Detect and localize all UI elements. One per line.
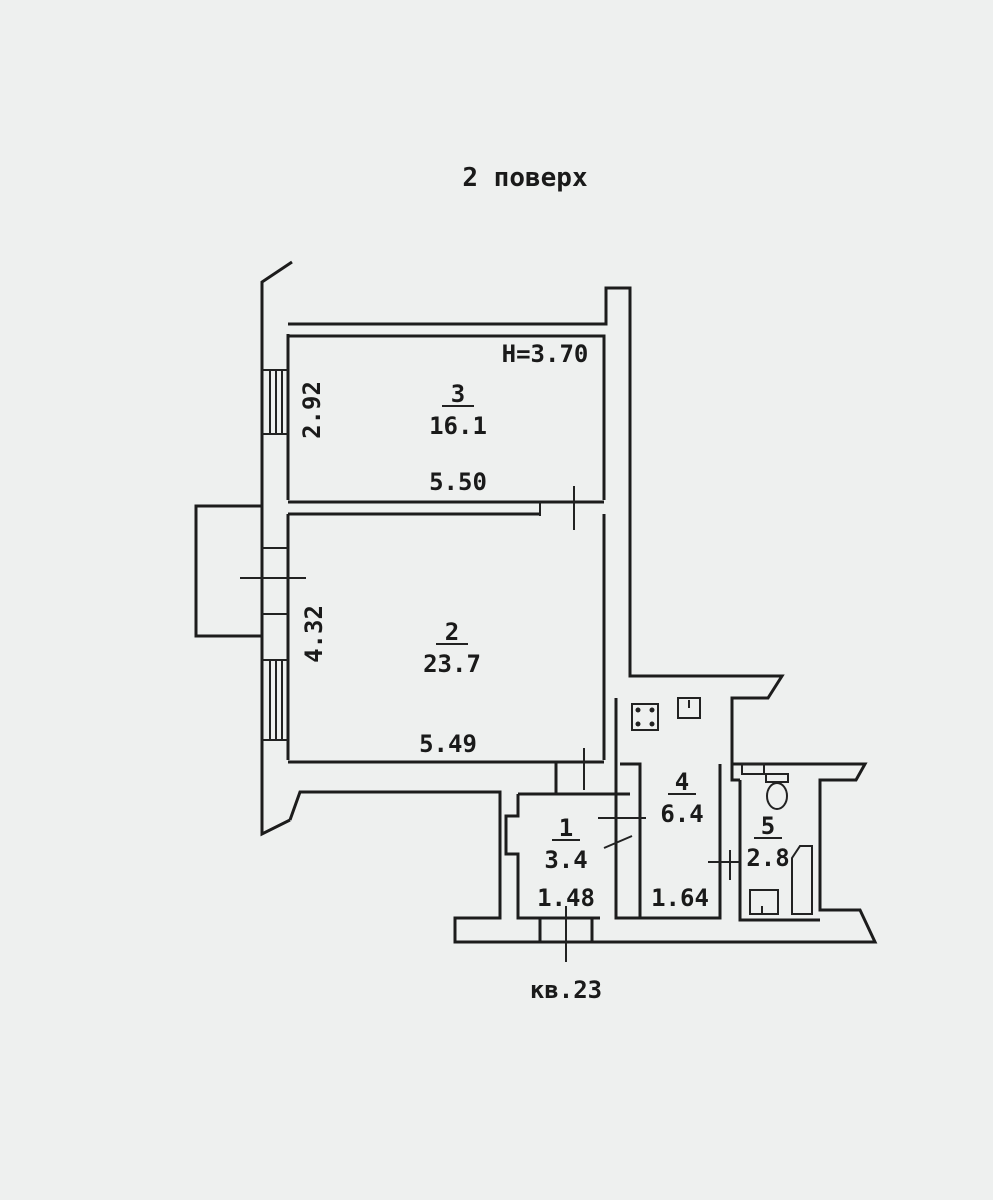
bathroom-walls [708, 764, 820, 922]
room-number: 3 [451, 380, 465, 408]
dimension-room2-depth: 4.32 [300, 605, 328, 663]
sink-icon [677, 697, 701, 719]
dimension-room3-width: 5.50 [429, 468, 487, 496]
room-3: 3 16.1 [429, 380, 487, 440]
dimension-room3-depth: 2.92 [298, 381, 326, 439]
room-4: 4 6.4 [660, 768, 703, 828]
exterior-wall-left [260, 260, 293, 837]
room-number: 2 [445, 618, 459, 646]
room-number: 5 [761, 812, 775, 840]
dimension-room4-width: 1.64 [651, 884, 709, 912]
room-2: 2 23.7 [423, 618, 481, 678]
dimension-room2-width: 5.49 [419, 730, 477, 758]
washbasin-icon [741, 763, 765, 775]
room-1: 1 3.4 [544, 814, 587, 874]
window-room2 [262, 659, 288, 741]
top-wall [288, 286, 878, 944]
room-5: 5 2.8 [746, 812, 789, 872]
toilet-icon [765, 773, 789, 810]
room-number: 1 [559, 814, 573, 842]
apartment-label: кв.23 [530, 976, 602, 1004]
room-area: 16.1 [429, 412, 487, 440]
room-area: 3.4 [544, 846, 587, 874]
stove-icon [631, 703, 659, 731]
room-area: 2.8 [746, 844, 789, 872]
ceiling-height-label: H=3.70 [502, 340, 589, 368]
partition-3-2 [288, 486, 604, 530]
bathtub-icon [749, 845, 813, 915]
room-area: 6.4 [660, 800, 703, 828]
room-area: 23.7 [423, 650, 481, 678]
hall-walls [504, 698, 722, 962]
floor-title: 2 поверх [462, 163, 587, 193]
balcony [194, 504, 306, 638]
room-number: 4 [675, 768, 689, 796]
dimension-room1-width: 1.48 [537, 884, 595, 912]
window-room3 [262, 369, 288, 435]
